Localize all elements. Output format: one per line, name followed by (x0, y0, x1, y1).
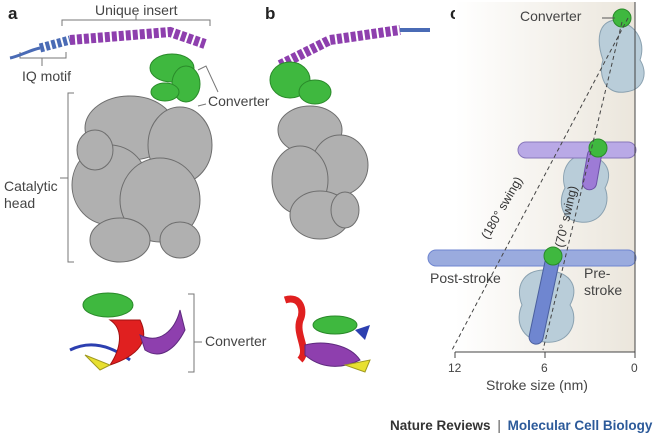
footer-separator: | (494, 418, 504, 433)
axis-tick-12: 12 (448, 361, 461, 375)
lever-arm-horizontal-middle (518, 142, 636, 158)
lever-arm-horizontal-bottom (428, 250, 636, 266)
axis-tick-6: 6 (541, 361, 548, 375)
converter-domain-b (270, 62, 331, 104)
label-post-stroke: Post-stroke (430, 270, 501, 286)
axis-tick-0: 0 (631, 361, 638, 375)
converter-sphere-top (613, 9, 631, 27)
lever-arm-helix-b (280, 30, 430, 65)
iq-motif-bracket (20, 52, 66, 66)
label-pre-stroke-line2: stroke (584, 282, 622, 298)
converter-sphere-bottom (544, 247, 562, 265)
footer-subject: Molecular Cell Biology (508, 418, 653, 433)
converter-closeup-b (285, 299, 370, 372)
label-pre-stroke-line1: Pre- (584, 265, 610, 281)
label-converter-c: Converter (520, 8, 581, 24)
converter-domain-a (150, 54, 200, 102)
converter-bracket-a (198, 66, 218, 106)
catalytic-head-b (272, 106, 368, 239)
unique-insert-bracket (62, 14, 210, 26)
catalytic-head-a (72, 96, 212, 262)
footer-journal: Nature Reviews (390, 418, 491, 433)
footer-credit: Nature Reviews | Molecular Cell Biology (390, 418, 652, 433)
axis-label: Stroke size (nm) (486, 377, 588, 393)
converter-closeup-a (70, 293, 185, 370)
converter-bracket-bottom (188, 294, 202, 372)
catalytic-head-bracket (60, 93, 74, 262)
